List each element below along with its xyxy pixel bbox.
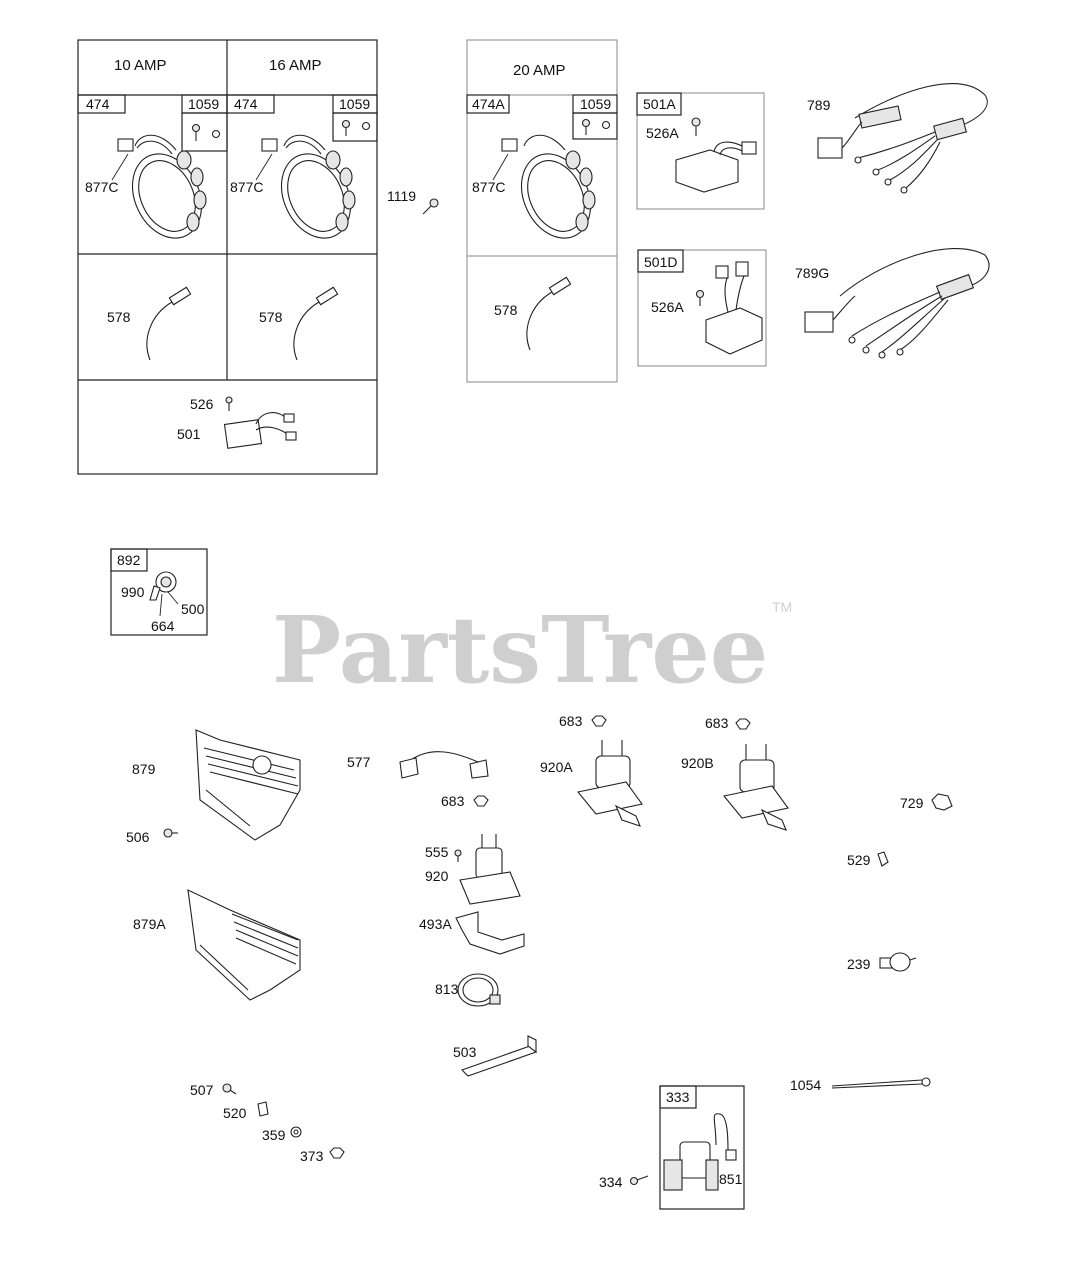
part-label-879a[interactable]: 879A	[133, 916, 166, 932]
part-label-373[interactable]: 373	[300, 1148, 324, 1164]
strap-icon	[460, 1035, 538, 1077]
nut-icon	[591, 715, 607, 727]
regulator-501d-group: 501D 526A	[637, 249, 767, 367]
nut-icon	[329, 1147, 345, 1159]
part-label-506[interactable]: 506	[126, 829, 150, 845]
bolt-icon	[422, 198, 439, 215]
part-label-507[interactable]: 507	[190, 1082, 214, 1098]
part-label-892[interactable]: 892	[117, 552, 141, 568]
terminal-icon	[257, 1101, 269, 1117]
part-label-526[interactable]: 526	[190, 396, 214, 412]
screw-icon	[629, 1175, 649, 1186]
watermark-text: PartsTree	[272, 596, 768, 704]
part-label-577[interactable]: 577	[347, 754, 371, 770]
part-label-789[interactable]: 789	[807, 97, 831, 113]
part-label-920[interactable]: 920	[425, 868, 449, 884]
part-label-664[interactable]: 664	[151, 618, 175, 634]
part-label-729[interactable]: 729	[900, 795, 924, 811]
part-label-813[interactable]: 813	[435, 981, 459, 997]
part-label-683[interactable]: 683	[705, 715, 729, 731]
part-label-877c[interactable]: 877C	[230, 179, 263, 195]
part-label-474a[interactable]: 474A	[472, 96, 505, 112]
part-label-789g[interactable]: 789G	[795, 265, 829, 281]
part-label-920b[interactable]: 920B	[681, 755, 714, 771]
solenoid-icon	[577, 740, 643, 827]
alternator-kit-20-amp: 20 AMP 474A 1059 877C 578	[466, 39, 618, 383]
alternator-kit-10-16-amp: 10 AMP 16 AMP 474 1059 474 1059	[77, 39, 378, 475]
part-label-501[interactable]: 501	[177, 426, 201, 442]
lead-wire-icon	[146, 286, 339, 361]
bolt-icon	[222, 1083, 237, 1095]
part-label-879[interactable]: 879	[132, 761, 156, 777]
part-label-578[interactable]: 578	[107, 309, 131, 325]
kit-header-16-amp: 16 AMP	[269, 57, 322, 74]
part-label-683[interactable]: 683	[441, 793, 465, 809]
part-label-920a[interactable]: 920A	[540, 759, 573, 775]
part-label-526a[interactable]: 526A	[646, 125, 679, 141]
stator-icon	[117, 134, 207, 239]
part-label-333[interactable]: 333	[666, 1089, 690, 1105]
nut-icon	[735, 718, 751, 730]
screw-icon	[191, 119, 371, 141]
regulator-icon	[695, 261, 763, 355]
wire-harness-icon	[817, 83, 988, 194]
regulator-icon	[675, 117, 757, 193]
lead-wire-icon	[526, 276, 572, 351]
part-label-526a[interactable]: 526A	[651, 299, 684, 315]
part-label-500[interactable]: 500	[181, 601, 205, 617]
part-label-1119[interactable]: 1119	[387, 188, 416, 204]
shroud-icon	[195, 729, 301, 841]
nut-icon	[473, 795, 489, 807]
part-label-851[interactable]: 851	[719, 1171, 743, 1187]
part-label-334[interactable]: 334	[599, 1174, 623, 1190]
clip-icon	[877, 851, 889, 867]
part-label-1059[interactable]: 1059	[188, 96, 219, 112]
part-label-990[interactable]: 990	[121, 584, 145, 600]
kit-header-20-amp: 20 AMP	[513, 62, 566, 79]
watermark-trademark: TM	[772, 599, 792, 615]
part-label-529[interactable]: 529	[847, 852, 871, 868]
ignition-switch-group: 892 990 500 664	[110, 548, 208, 636]
regulator-icon	[223, 396, 297, 449]
ignition-armature-group: 333 851	[659, 1085, 745, 1210]
key-switch-icon	[149, 571, 179, 617]
part-label-877c[interactable]: 877C	[85, 179, 118, 195]
bracket-icon	[455, 911, 525, 955]
part-label-877c[interactable]: 877C	[472, 179, 505, 195]
part-label-503[interactable]: 503	[453, 1044, 477, 1060]
part-label-578[interactable]: 578	[494, 302, 518, 318]
part-label-1059[interactable]: 1059	[339, 96, 370, 112]
part-label-1054[interactable]: 1054	[790, 1077, 821, 1093]
wire-harness-icon	[804, 248, 990, 359]
part-label-474[interactable]: 474	[86, 96, 110, 112]
battery-cable-icon	[399, 751, 489, 779]
part-label-501a[interactable]: 501A	[643, 96, 676, 112]
part-label-555[interactable]: 555	[425, 844, 449, 860]
screw-icon	[581, 118, 611, 135]
clip-icon	[931, 793, 953, 811]
washer-icon	[290, 1126, 302, 1138]
part-label-501d[interactable]: 501D	[644, 254, 677, 270]
part-label-578[interactable]: 578	[259, 309, 283, 325]
armature-icon	[663, 1113, 737, 1191]
part-label-683[interactable]: 683	[559, 713, 583, 729]
solenoid-icon	[454, 834, 521, 905]
shroud-icon	[187, 889, 301, 1001]
pressure-switch-icon	[879, 952, 917, 972]
part-label-520[interactable]: 520	[223, 1105, 247, 1121]
solenoid-icon	[723, 744, 789, 831]
regulator-501a-group: 501A 526A	[636, 92, 765, 210]
part-label-474[interactable]: 474	[234, 96, 258, 112]
hose-clamp-icon	[457, 973, 501, 1007]
part-label-359[interactable]: 359	[262, 1127, 286, 1143]
cable-tie-icon	[831, 1077, 931, 1089]
bolt-icon	[163, 828, 178, 838]
stator-icon	[501, 134, 596, 239]
part-label-493a[interactable]: 493A	[419, 916, 452, 932]
kit-header-10-amp: 10 AMP	[114, 57, 167, 74]
part-label-239[interactable]: 239	[847, 956, 871, 972]
part-label-1059[interactable]: 1059	[580, 96, 611, 112]
stator-icon	[261, 134, 356, 239]
